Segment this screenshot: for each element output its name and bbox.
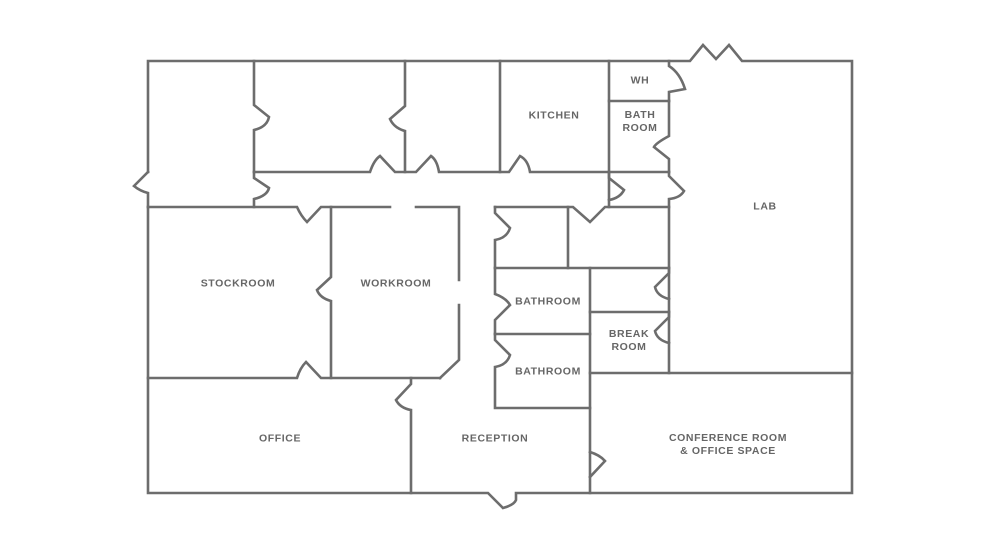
wall xyxy=(146,360,442,380)
wall xyxy=(667,170,686,375)
wall xyxy=(607,170,626,202)
room-label-line: BATH xyxy=(624,109,656,121)
room-label-conference: CONFERENCE ROOM & OFFICE SPACE xyxy=(669,432,787,458)
wall xyxy=(388,59,407,174)
room-label-line: ROOM xyxy=(622,122,658,134)
wall xyxy=(394,376,413,495)
wall xyxy=(653,310,671,345)
wall xyxy=(493,332,592,410)
wall xyxy=(493,205,512,270)
wall xyxy=(493,266,512,336)
wall xyxy=(252,170,271,209)
room-label-line: BREAK xyxy=(608,328,650,340)
wall xyxy=(414,205,461,282)
room-label-bathroom-1: BATHROOM xyxy=(515,295,581,308)
room-label-wh: WH xyxy=(630,74,650,87)
wall xyxy=(588,450,607,479)
room-label-stockroom: STOCKROOM xyxy=(200,277,276,290)
room-label-lab: LAB xyxy=(753,200,777,213)
room-label-break-room: BREAK ROOM xyxy=(609,328,649,354)
room-label-reception: RECEPTION xyxy=(461,432,529,445)
wall xyxy=(438,303,461,380)
wall xyxy=(252,59,271,174)
door-west-exterior xyxy=(132,170,150,209)
room-label-kitchen: KITCHEN xyxy=(528,109,580,122)
wall xyxy=(667,59,687,103)
wall xyxy=(493,205,570,270)
room-label-line: ROOM xyxy=(611,341,647,353)
wall xyxy=(315,205,333,380)
room-label-line: & OFFICE SPACE xyxy=(680,445,776,457)
wall xyxy=(252,154,611,174)
room-label-workroom: WORKROOM xyxy=(360,277,432,290)
wall xyxy=(652,99,671,174)
outer-wall xyxy=(146,43,854,510)
room-label-office: OFFICE xyxy=(258,432,302,445)
room-label-bathroom-2: BATHROOM xyxy=(515,365,581,378)
wall xyxy=(653,266,671,301)
room-label-line: CONFERENCE ROOM xyxy=(668,432,788,444)
wall xyxy=(146,205,392,224)
room-label-bathroom-top: BATH ROOM xyxy=(622,109,657,135)
wall xyxy=(566,205,671,224)
